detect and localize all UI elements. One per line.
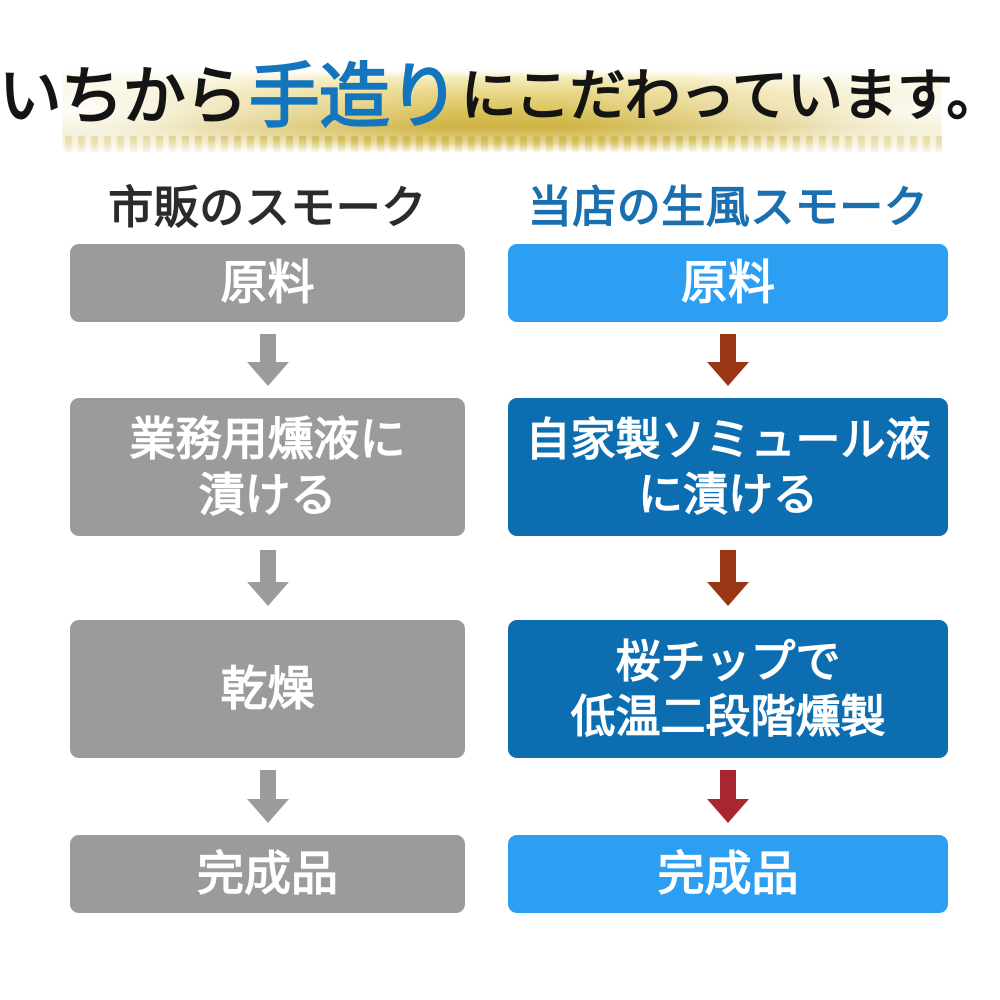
arrow-down-icon [707, 550, 749, 606]
flow-step-left-3-label: 乾燥 [220, 662, 315, 715]
headline-accent: 手造り [248, 54, 460, 138]
flow-step-right-2-label: 自家製ソミュール液 に漬ける [525, 414, 931, 520]
arrow-down-icon [246, 334, 289, 386]
gold-brush-stroke [62, 70, 942, 152]
flow-step-right-3: 桜チップで 低温二段階燻製 [508, 620, 948, 758]
headline-text: いちから手造りにこだわっています。 [0, 26, 1000, 156]
headline-banner: いちから手造りにこだわっています。 [0, 26, 1000, 156]
headline-tail: にこだわっています。 [460, 62, 1000, 129]
flow-step-left-4: 完成品 [70, 835, 465, 913]
arrow-down-icon [707, 334, 749, 386]
flow-step-right-1: 原料 [508, 244, 948, 322]
column-house-smoke: 当店の生風スモーク 原料 自家製ソミュール液 に漬ける 桜チップで 低温二段階燻… [508, 180, 948, 913]
flow-step-left-2-label: 業務用燻液に 漬ける [129, 413, 406, 521]
column-title-house: 当店の生風スモーク [527, 183, 929, 232]
flow-step-right-1-label: 原料 [681, 256, 775, 309]
flow-arrow-left-1 [70, 322, 465, 398]
comparison-flowcharts: 市販のスモーク 原料 業務用燻液に 漬ける 乾燥 [0, 180, 1000, 980]
flow-step-right-4-label: 完成品 [657, 847, 799, 900]
flow-arrow-right-1 [508, 322, 948, 398]
arrow-down-icon [707, 770, 749, 823]
flow-step-left-4-label: 完成品 [197, 847, 338, 900]
flow-arrow-right-3 [508, 758, 948, 835]
headline-lead: いちから [0, 58, 248, 133]
column-commercial-smoke: 市販のスモーク 原料 業務用燻液に 漬ける 乾燥 [70, 180, 465, 913]
flow-step-left-1-label: 原料 [220, 256, 315, 309]
flow-step-right-3-label: 桜チップで 低温二段階燻製 [570, 636, 886, 742]
flow-arrow-right-2 [508, 536, 948, 620]
flow-arrow-left-3 [70, 758, 465, 835]
flow-step-right-4: 完成品 [508, 835, 948, 913]
arrow-down-icon [246, 770, 289, 823]
flow-arrow-left-2 [70, 536, 465, 620]
flow-step-left-1: 原料 [70, 244, 465, 322]
arrow-down-icon [246, 550, 289, 606]
flow-step-left-2: 業務用燻液に 漬ける [70, 398, 465, 536]
flow-step-right-2: 自家製ソミュール液 に漬ける [508, 398, 948, 536]
column-title-commercial: 市販のスモーク [108, 182, 427, 233]
flow-step-left-3: 乾燥 [70, 620, 465, 758]
